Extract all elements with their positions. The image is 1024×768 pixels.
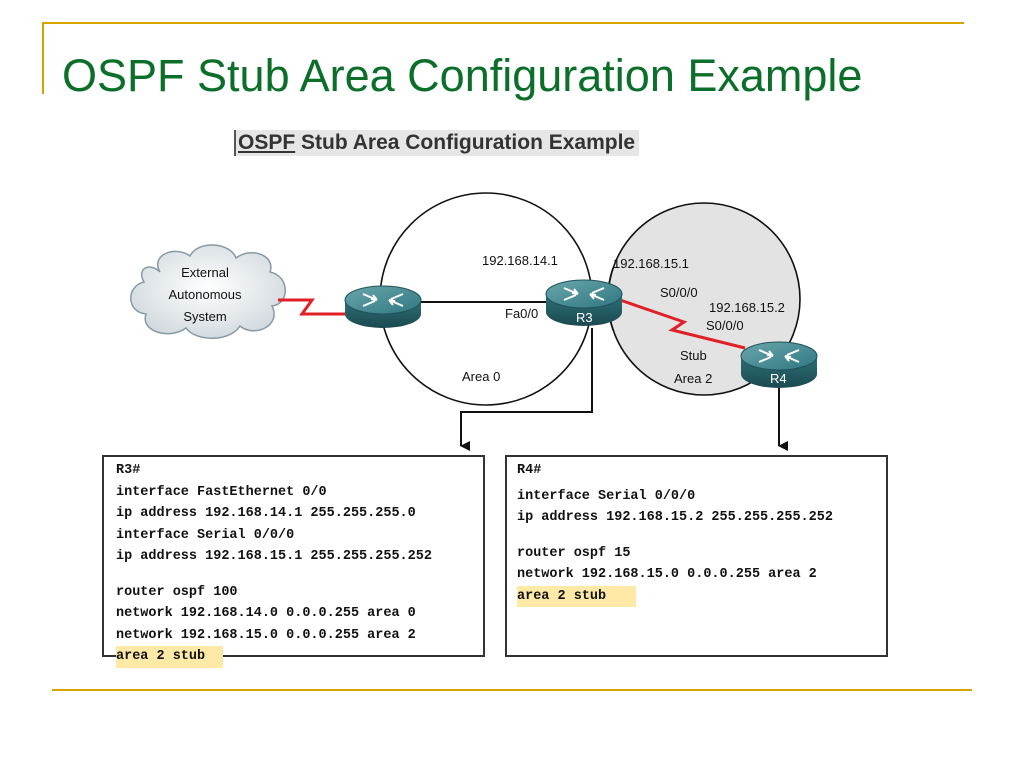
r3-config-connector	[460, 328, 593, 451]
stub-command-highlight: area 2 stub	[517, 585, 637, 607]
bottom-rule	[52, 689, 972, 691]
ip-r3-fastethernet: 192.168.14.1	[482, 253, 558, 268]
config-line-highlighted: area 2 stub	[116, 646, 483, 668]
r3-config-box: R3# interface FastEthernet 0/0 ip addres…	[102, 455, 485, 668]
external-as-cloud	[130, 244, 286, 339]
cloud-label-line3: System	[183, 309, 226, 324]
config-line: R3#	[116, 463, 141, 478]
config-line: R4#	[517, 463, 542, 478]
figure-title-ospf: OSPF	[238, 131, 296, 154]
r3-label: R3	[576, 310, 593, 325]
router-r3-icon	[545, 279, 623, 326]
stub-command-highlight: area 2 stub	[116, 646, 224, 668]
config-line: interface Serial 0/0/0	[116, 527, 295, 543]
area0-label: Area 0	[462, 369, 500, 384]
cloud-label-line1: External	[181, 265, 229, 280]
serial-link-external	[278, 298, 345, 316]
stub-label: Stub	[680, 348, 707, 363]
config-line-highlighted: area 2 stub	[517, 585, 886, 607]
config-line: router ospf 15	[517, 545, 631, 561]
config-line: interface Serial 0/0/0	[517, 488, 696, 504]
frame-top-rule	[42, 22, 964, 24]
frame-left-rule	[42, 22, 44, 94]
r3-serial-interface-label: S0/0/0	[660, 285, 698, 300]
config-line: network 192.168.14.0 0.0.0.255 area 0	[116, 606, 416, 621]
router-r1-icon	[344, 285, 422, 328]
config-line: network 192.168.15.0 0.0.0.255 area 2	[517, 567, 817, 582]
r4-label: R4	[770, 371, 787, 386]
r4-config-box: R4# interface Serial 0/0/0 ip address 19…	[505, 455, 888, 657]
config-gap	[116, 568, 483, 582]
router-r4-icon	[740, 341, 818, 388]
config-line: ip address 192.168.14.1 255.255.255.0	[116, 506, 416, 521]
config-gap	[517, 529, 886, 543]
config-line: network 192.168.15.0 0.0.0.255 area 2	[116, 627, 416, 643]
fa-interface-label: Fa0/0	[505, 306, 538, 321]
ip-r3-serial: 192.168.15.1	[613, 256, 689, 271]
ip-r4-serial: 192.168.15.2	[709, 300, 785, 315]
config-line: ip address 192.168.15.2 255.255.255.252	[517, 510, 833, 525]
area2-label: Area 2	[674, 371, 712, 386]
figure-title: OSPF Stub Area Configuration Example	[234, 130, 640, 156]
config-line: interface FastEthernet 0/0	[116, 484, 327, 500]
slide-title: OSPF Stub Area Configuration Example	[62, 50, 863, 101]
config-line: ip address 192.168.15.1 255.255.255.252	[116, 549, 432, 564]
figure-title-rest: Stub Area Configuration Example	[295, 131, 636, 154]
cloud-label-line2: Autonomous	[169, 287, 242, 302]
serial-link-r3-r4	[619, 298, 746, 350]
r4-serial-interface-label: S0/0/0	[706, 318, 744, 333]
config-line: router ospf 100	[116, 584, 238, 600]
